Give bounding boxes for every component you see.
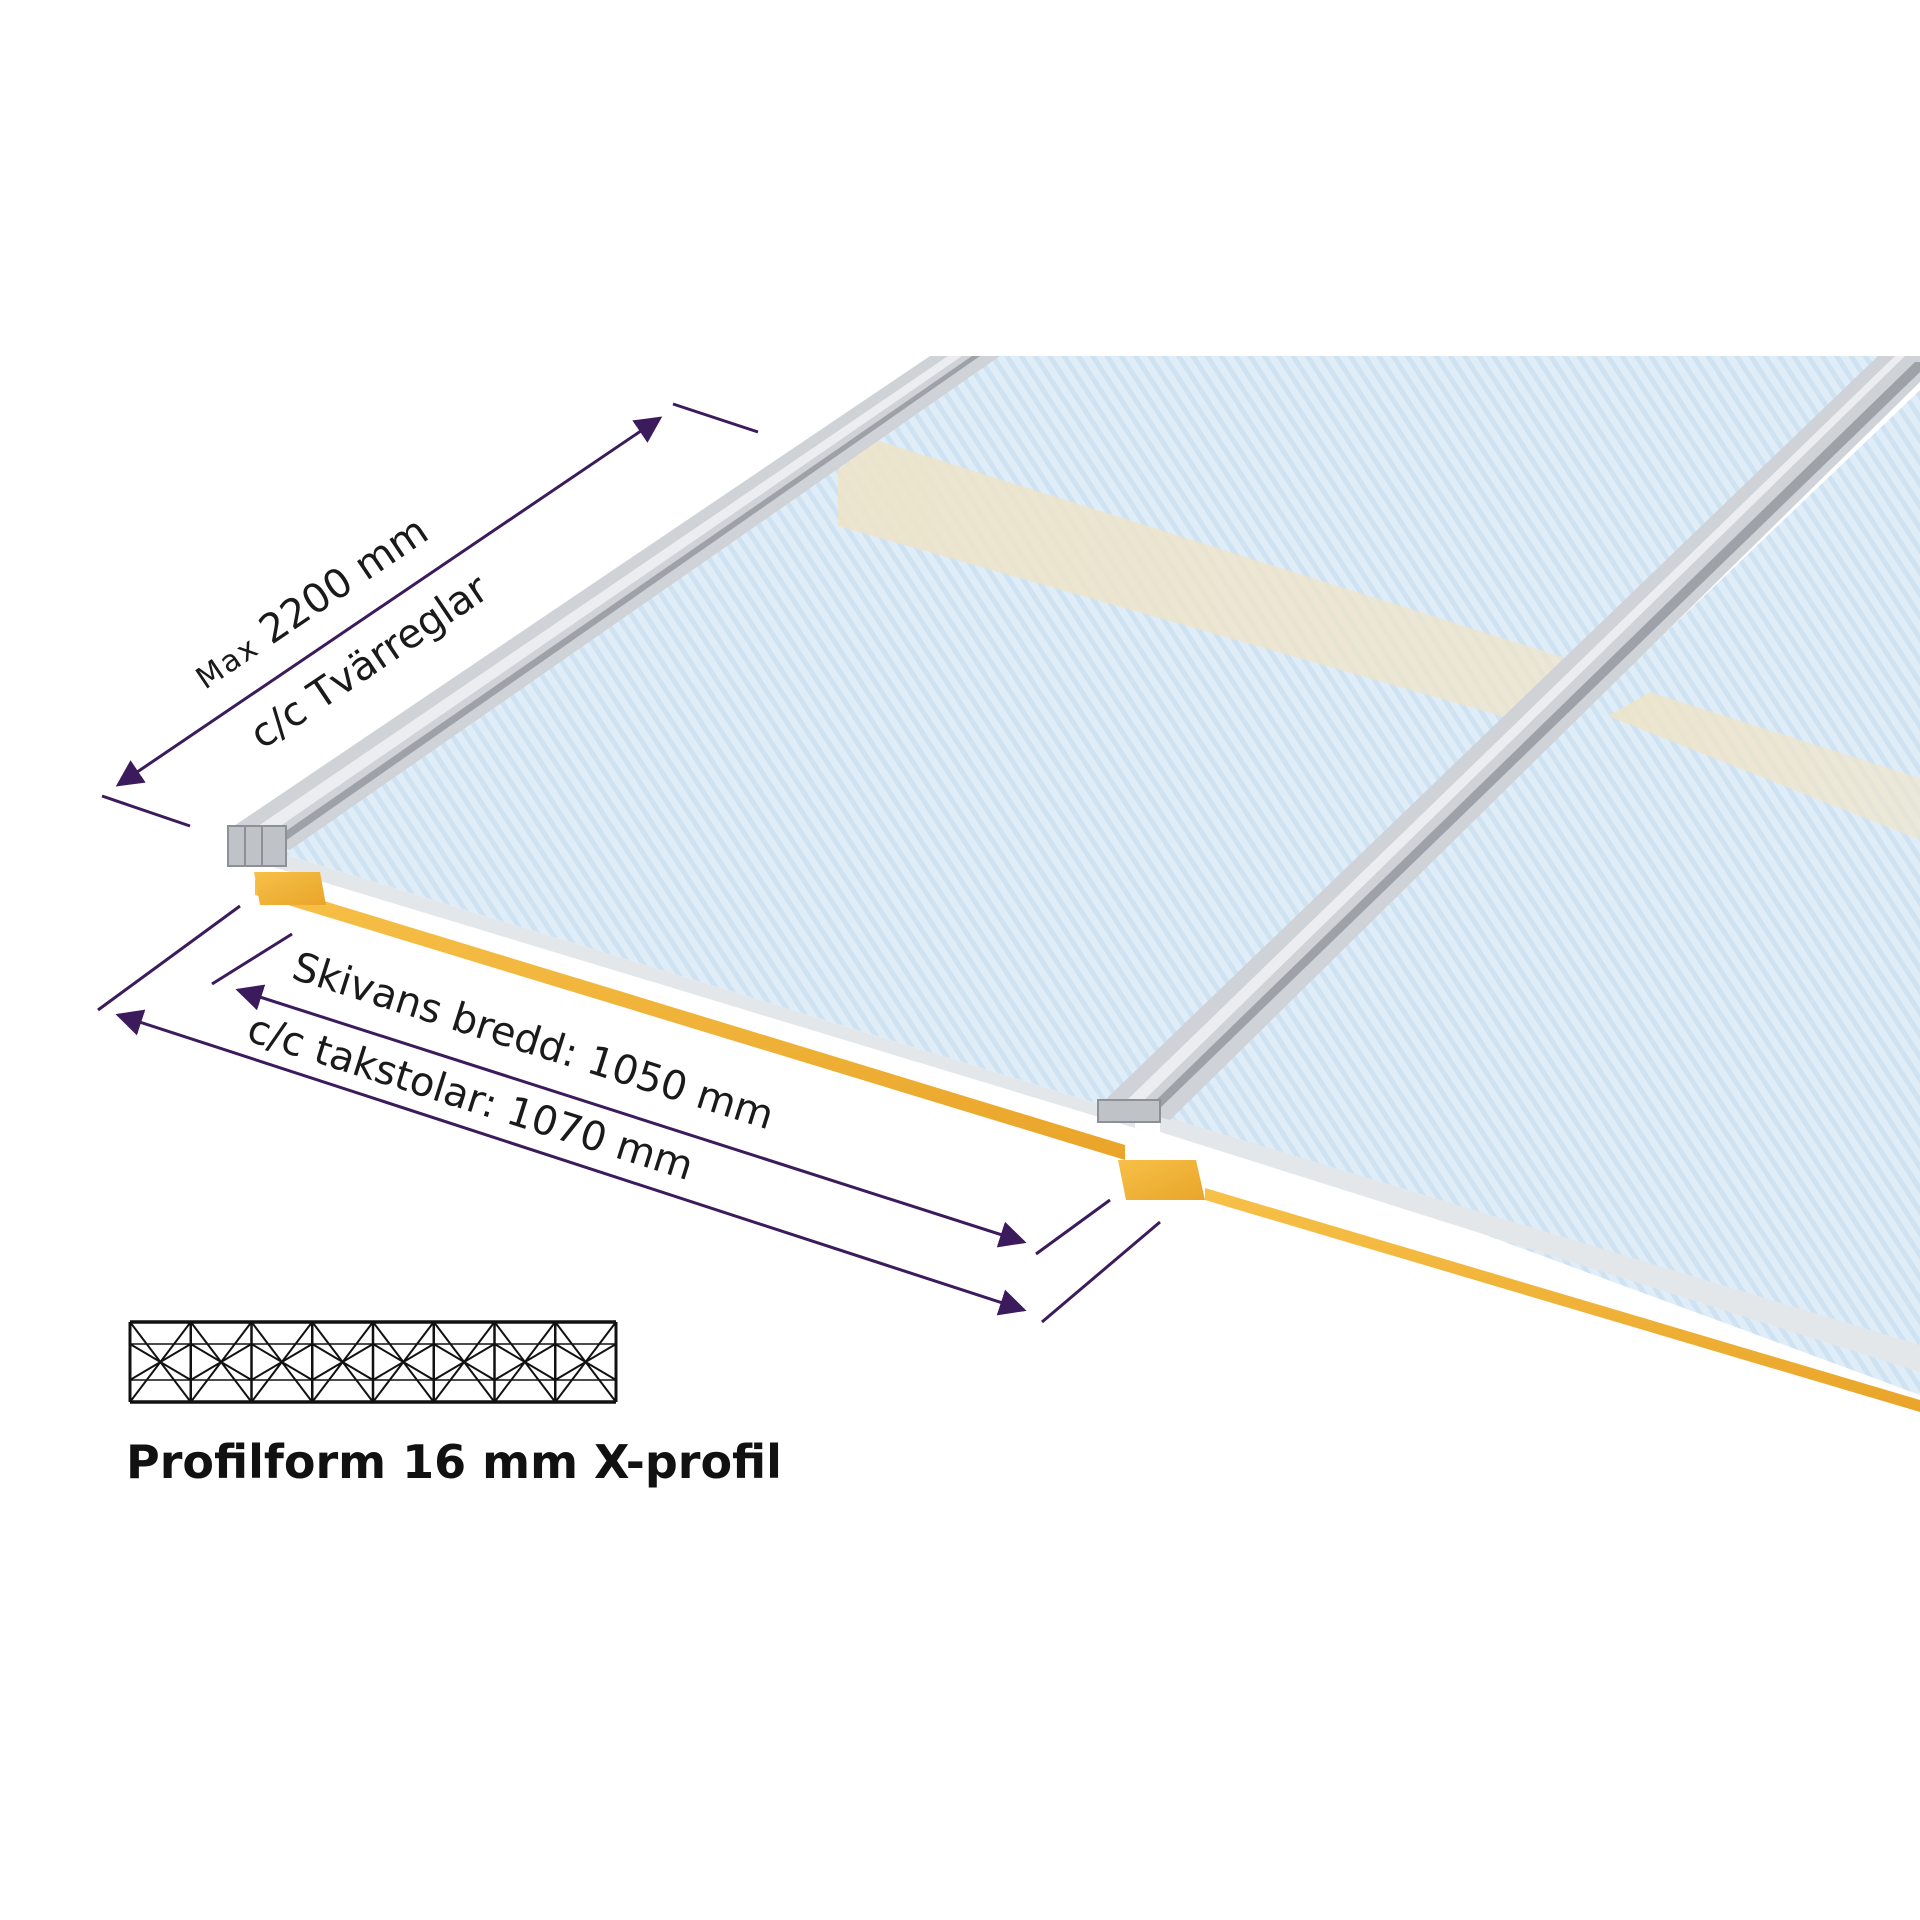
profile-cell-x [250, 1321, 314, 1403]
dim-length-tick-top [672, 402, 759, 434]
profile-cell-x [493, 1321, 557, 1403]
profile-cell-x [129, 1321, 192, 1403]
profile-cell-x [432, 1321, 496, 1403]
profile-cell-x [372, 1321, 435, 1403]
profile-caption: Profilform 16 mm X-profil [126, 1435, 782, 1489]
profile-cells [128, 1321, 618, 1403]
profile-middle-end-cap [1097, 1099, 1161, 1123]
label-max-prefix: Max [190, 630, 266, 697]
crossbar-lower [1608, 692, 1920, 840]
dim-sheet-width-tick-left [211, 932, 293, 986]
beam-left-section [254, 872, 326, 905]
profile-middle-groove [1148, 362, 1920, 1112]
dim-length-line [115, 416, 663, 787]
panel-left-top [270, 356, 1920, 1115]
profile-cross-section-icon [128, 1320, 618, 1404]
profile-cell-x [311, 1321, 374, 1403]
profile-cell-x [554, 1321, 617, 1403]
beam-middle-section [1118, 1160, 1205, 1200]
panel-right-front-edge [1160, 1115, 1920, 1372]
dim-rafter-tick-left [97, 904, 241, 1012]
dim-rafter-spacing-line [115, 1009, 1027, 1316]
profile-middle-highlight [1125, 356, 1905, 1106]
panel-right [1097, 356, 1920, 1412]
rafter-right-front [1205, 1188, 1920, 1412]
panel-right-top [1160, 390, 1920, 1395]
profile-left-end-cap [227, 825, 287, 867]
dim-rafter-tick-right [1041, 1220, 1161, 1324]
dim-length-tick-bottom [101, 794, 191, 828]
dim-sheet-width-tick-right [1035, 1198, 1111, 1256]
dimension-lines [97, 402, 1161, 1324]
profile-cell-x [189, 1321, 253, 1403]
